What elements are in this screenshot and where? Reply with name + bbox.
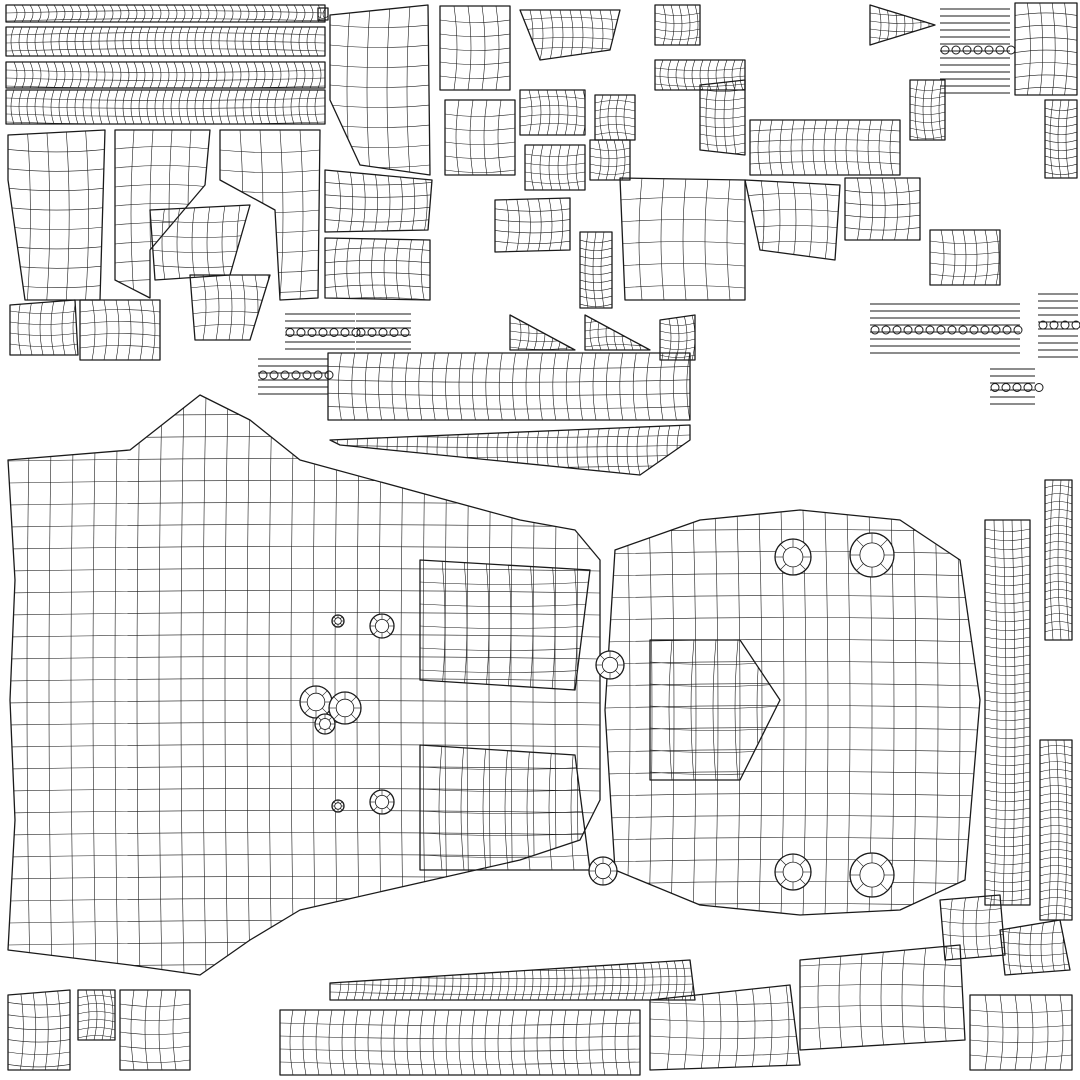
uv-island-mid-quad-4 [744, 179, 841, 261]
uv-island-bottom-left-block-3 [77, 989, 116, 1041]
uv-island-top-small-7 [519, 9, 621, 61]
uv-island-bar-top-2 [5, 61, 326, 89]
uv-island-long-strip-right [984, 519, 1031, 906]
uv-island-mid-band [327, 352, 691, 421]
uv-island-right-box-5 [1014, 2, 1078, 96]
uv-circle-wheel-hub-2 [774, 853, 812, 891]
uv-island-right-box-4 [909, 79, 946, 141]
uv-island-strip-row-3 [439, 5, 511, 91]
uv-island-mid-triangle-1 [509, 314, 576, 351]
uv-island-bar-top-4 [5, 4, 326, 23]
uv-island-top-small-2 [524, 144, 586, 191]
uv-circle-wheel-hub-3 [595, 650, 625, 680]
uv-island-right-box-2 [749, 119, 901, 176]
uv-circle-bolt-circle-1 [369, 613, 395, 639]
uv-island-right-box-6 [1044, 99, 1078, 179]
uv-island-piece-a [149, 204, 251, 281]
uv-circle-small-ring-4 [849, 532, 895, 578]
uv-island-right-box-1 [869, 4, 936, 46]
uv-circle-ring-group-2 [328, 691, 362, 725]
uv-island-right-box-7 [929, 229, 1001, 286]
uv-island-right-lower-3 [999, 919, 1071, 976]
uv-island-top-small-3 [589, 139, 631, 181]
uv-island-piece-b [189, 274, 271, 341]
uv-island-left-block-1 [9, 299, 79, 356]
uv-island-wing-upper [329, 424, 691, 476]
uv-circle-ring-group-4 [849, 852, 895, 898]
uv-island-right-lower-2 [1039, 739, 1073, 921]
uv-island-bottom-left-block-2 [119, 989, 191, 1071]
uv-island-main-body [7, 394, 601, 976]
uv-island-right-lower-1 [939, 894, 1006, 961]
uv-island-top-small-8 [699, 79, 746, 156]
uv-island-mid-quad-3 [579, 231, 613, 309]
uv-island-bottom-right-3 [969, 994, 1073, 1071]
uv-island-right-box-3 [844, 177, 921, 241]
uv-island-panel-mid [114, 129, 211, 299]
uv-island-top-small-4 [594, 94, 636, 141]
uv-island-strip-row-4 [444, 99, 516, 176]
uv-island-slim-strip-right [1044, 479, 1073, 641]
uv-island-fender-upper [329, 4, 431, 176]
uv-island-mid-quad-2 [494, 197, 571, 253]
uv-circle-ring-group-3 [314, 713, 336, 735]
uv-island-panel-left [7, 129, 106, 301]
uv-island-nose-arch [649, 639, 781, 781]
uv-island-left-block-2 [79, 299, 161, 361]
uv-circle-ring-group-1 [299, 685, 333, 719]
uv-island-mid-quad-1 [619, 177, 746, 301]
uv-island-strip-row-1 [324, 169, 433, 233]
uv-circle-wheel-hub-1 [774, 538, 812, 576]
uv-island-mid-triangle-2 [584, 314, 651, 351]
uv-island-strip-row-2 [324, 237, 431, 301]
uv-island-wing-lower [329, 959, 696, 1001]
uv-circle-small-ring-3 [331, 799, 345, 813]
uv-island-cockpit-window-upper [419, 559, 591, 691]
uv-circle-small-ring-1 [588, 856, 618, 886]
uv-island-bottom-right-1 [649, 984, 801, 1071]
uv-island-thin-strip-top [317, 7, 329, 21]
uv-island-mid-triangle-3 [659, 314, 696, 361]
uv-island-bar-top-1 [5, 26, 326, 57]
uv-detail-fragments [258, 8, 1080, 405]
uv-island-top-small-1 [519, 89, 586, 136]
uv-circle-bolt-circle-2 [369, 789, 395, 815]
uv-island-bottom-right-2 [799, 944, 966, 1051]
uv-island-bottom-band [279, 1009, 641, 1076]
uv-circle-small-ring-2 [331, 614, 345, 628]
uv-island-bar-top-3 [5, 89, 326, 125]
uv-island-bottom-left-block-1 [7, 989, 71, 1071]
uv-island-top-small-5 [654, 4, 701, 46]
